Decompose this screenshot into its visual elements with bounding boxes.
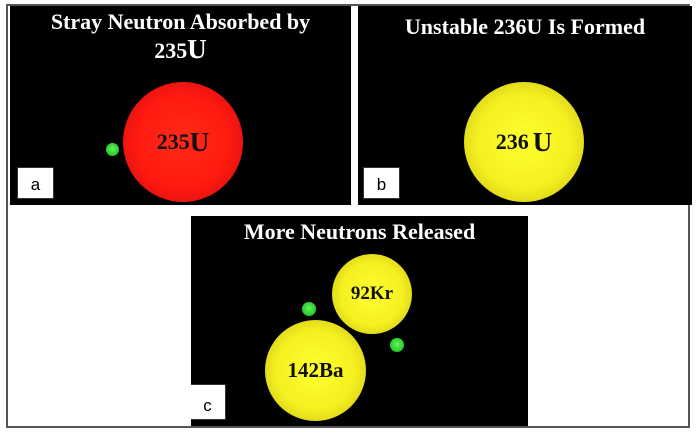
nucleus-mass-number: 236 bbox=[495, 129, 529, 154]
panel-a-title-line1: Stray Neutron Absorbed by bbox=[50, 9, 311, 34]
krypton-92-fragment: 92Kr bbox=[332, 254, 412, 334]
panel-a-title-mass-number: 235 bbox=[154, 38, 188, 63]
panel-c: More Neutrons Released 92Kr 142Ba c bbox=[191, 216, 528, 426]
nucleus-symbol: U bbox=[532, 126, 553, 157]
stray-neutron bbox=[106, 143, 119, 156]
panel-b-label: b bbox=[363, 167, 400, 199]
panel-a-title-line2: 235U bbox=[10, 36, 351, 63]
released-neutron bbox=[390, 338, 404, 352]
released-neutron bbox=[302, 302, 316, 316]
nucleus-mass-number: 235 bbox=[156, 129, 190, 154]
panel-c-title: More Neutrons Released bbox=[243, 219, 476, 244]
panel-c-label: c bbox=[191, 384, 226, 420]
panel-a-title-symbol: U bbox=[187, 34, 207, 64]
barium-142-fragment: 142Ba bbox=[265, 320, 366, 421]
panel-a-label: a bbox=[17, 167, 54, 199]
nucleus-symbol: U bbox=[189, 126, 210, 157]
panel-b-title: Unstable 236U Is Formed bbox=[404, 14, 646, 39]
